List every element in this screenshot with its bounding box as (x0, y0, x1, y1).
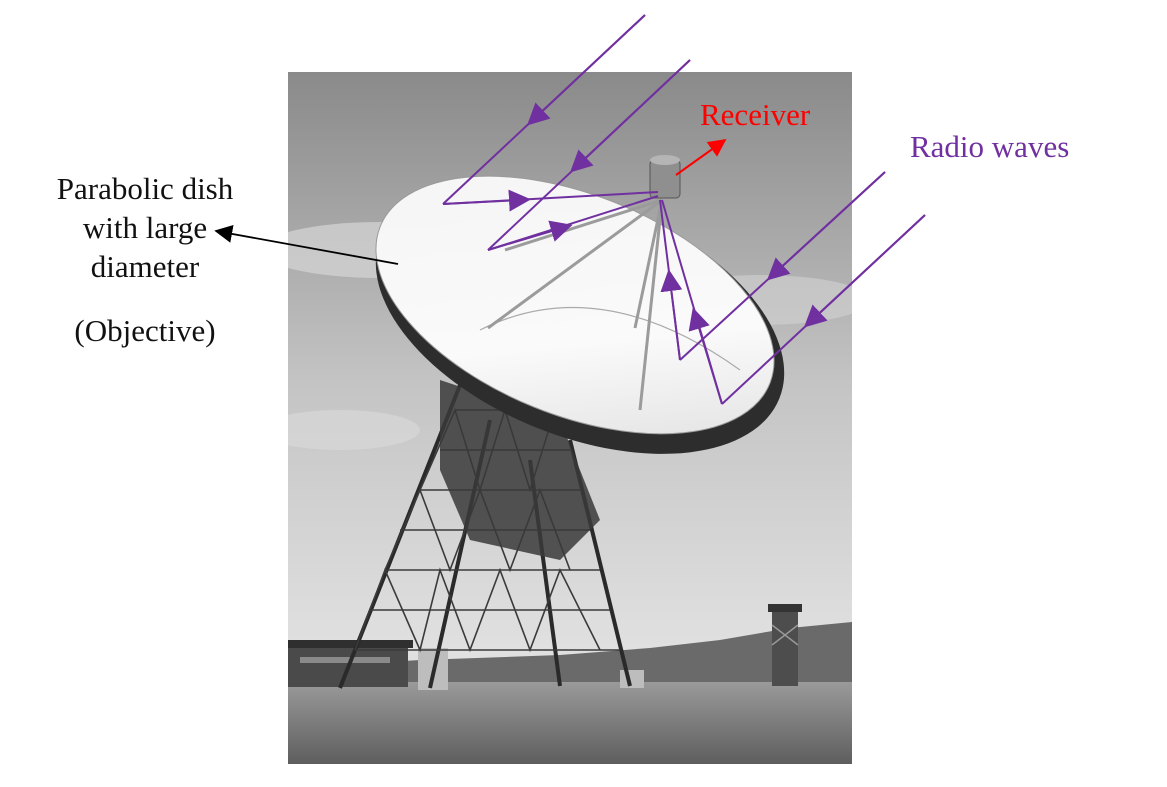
radio-telescope-photo (288, 72, 852, 764)
dish-label-line-2: with large (82, 209, 208, 245)
radio-wave-rays (442, 14, 926, 405)
receiver-label: Receiver (700, 97, 811, 132)
receiver-pointer-arrow (675, 138, 727, 176)
objective-label: (Objective) (74, 313, 216, 348)
parabolic-dish-label: Parabolic dish with large diameter (20, 170, 270, 286)
dish-pointer-arrow (214, 225, 399, 265)
radio-waves-label: Radio waves (910, 129, 1070, 164)
dish-label-line-3: diameter (90, 248, 200, 284)
dish-label-line-1: Parabolic dish (56, 171, 234, 206)
